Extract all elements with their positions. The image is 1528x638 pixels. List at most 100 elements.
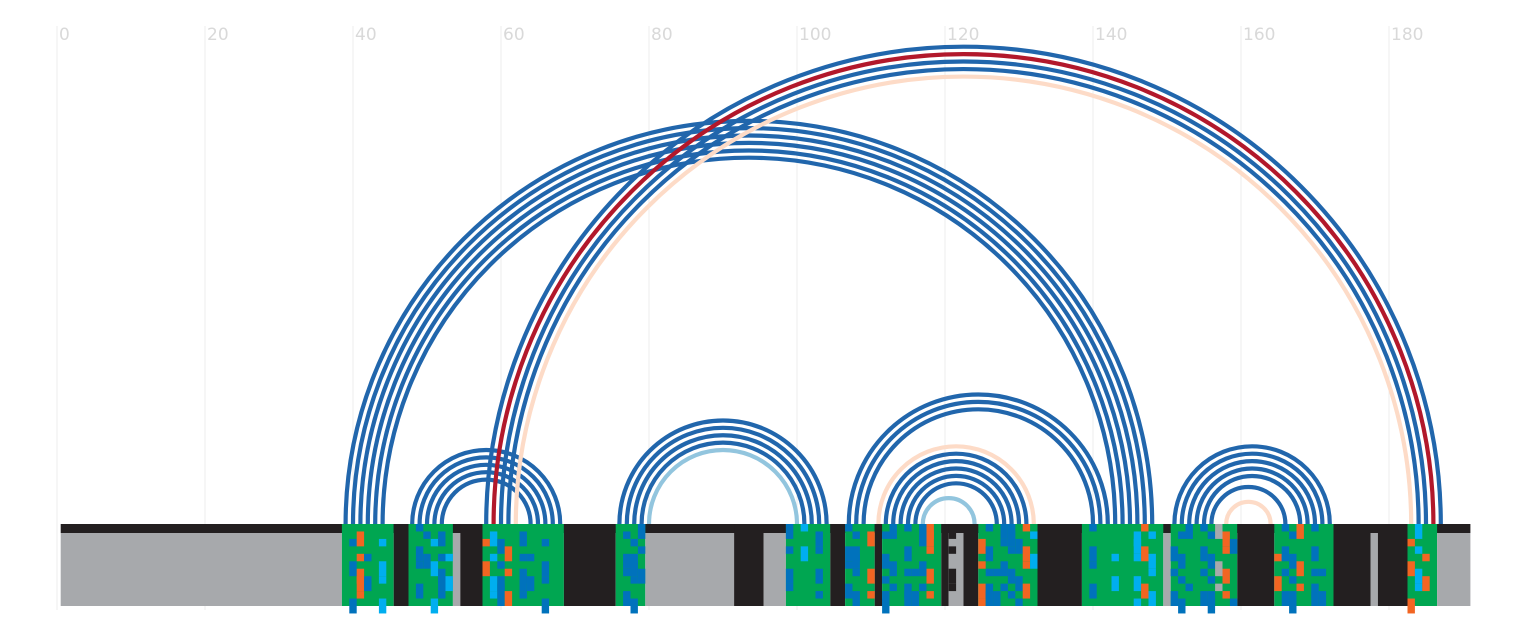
track-spot (800, 546, 809, 562)
arc (506, 66, 1421, 525)
arc (1187, 459, 1318, 525)
track-spot (948, 524, 957, 539)
x-tick-label: 80 (651, 25, 673, 45)
track-spot (911, 568, 920, 577)
track-spot (378, 576, 387, 584)
track-spot (1111, 576, 1119, 592)
track-spot (1281, 568, 1290, 577)
track-spot (882, 591, 890, 606)
track-spot (356, 553, 365, 562)
track-segment (734, 524, 764, 606)
track-spot (1007, 591, 1016, 599)
track-spot (430, 598, 439, 614)
track-spot (1407, 561, 1415, 577)
track-spot (1289, 553, 1297, 569)
track-spot (919, 583, 927, 592)
track-spot (1111, 553, 1119, 562)
track-spot (882, 553, 890, 569)
arc (1201, 473, 1303, 525)
x-tick-label: 160 (1243, 25, 1275, 45)
track-spot (1207, 591, 1216, 606)
track-spot (349, 598, 357, 614)
arc (846, 392, 1110, 525)
track-spot (1414, 524, 1423, 539)
track-spot (497, 561, 505, 569)
track-spot (985, 524, 994, 532)
arc (632, 433, 814, 525)
arc (891, 459, 1022, 525)
track-segment (1377, 524, 1408, 606)
track-spot (519, 591, 527, 599)
track-spot (1133, 576, 1142, 592)
track-spot (1030, 553, 1038, 569)
track-spot (482, 561, 490, 577)
track-top-band (60, 524, 1471, 533)
track-spot (1178, 576, 1186, 584)
track-spot (1015, 576, 1023, 592)
track-spot (978, 583, 986, 599)
track-spot (1200, 591, 1208, 606)
track-spot (1222, 568, 1230, 584)
track-spot (867, 568, 875, 584)
track-spot (785, 583, 794, 592)
track-spot (526, 576, 535, 592)
track-spot (630, 561, 638, 577)
track-spot (1281, 524, 1290, 532)
track-spot (852, 553, 860, 569)
track-spot (1022, 561, 1031, 569)
track-spot (423, 531, 431, 539)
track-spot (1414, 568, 1423, 584)
track-spot (1015, 538, 1023, 554)
track-spot (630, 538, 638, 547)
track-segment (874, 524, 883, 606)
arc (410, 447, 563, 525)
track-spot (1422, 576, 1430, 592)
track-spot (1215, 583, 1223, 592)
track-spot (637, 568, 646, 584)
track-spot (1185, 524, 1193, 539)
track-spot (985, 591, 994, 606)
track-spot (378, 538, 387, 547)
track-segment (941, 524, 949, 606)
track-spot (1422, 553, 1430, 562)
track-spot (845, 524, 853, 532)
track-spot (985, 568, 994, 577)
track-spot (1022, 546, 1031, 562)
track-spot (815, 546, 823, 554)
track-spot (1222, 531, 1230, 547)
track-spot (623, 553, 631, 569)
track-spot (1289, 591, 1297, 606)
x-tick-label: 120 (947, 25, 979, 45)
track-spot (378, 561, 387, 577)
track-spot (867, 591, 875, 599)
arcs (343, 44, 1443, 525)
track-segment (1333, 524, 1371, 606)
track-spot (349, 538, 357, 547)
track-spot (1022, 583, 1031, 599)
track-spot (489, 576, 498, 592)
track-spot (489, 553, 498, 562)
track-spot (845, 546, 853, 562)
track-spot (1022, 524, 1031, 532)
track-spot (1311, 546, 1319, 562)
track-spot (1311, 591, 1319, 606)
track-spot (623, 591, 631, 606)
track-spot (349, 561, 357, 577)
track-spot (1141, 583, 1149, 599)
track-spot (926, 531, 934, 547)
arc (854, 399, 1103, 525)
x-tick-label: 180 (1391, 25, 1423, 45)
arc (513, 74, 1414, 525)
track-spot (852, 568, 860, 577)
track-spot (423, 553, 431, 569)
track-spot (845, 583, 853, 599)
track-spot (356, 531, 365, 547)
track-spot (438, 591, 446, 599)
track-spot (1178, 598, 1186, 614)
track-spot (1148, 553, 1156, 569)
track-spot (1296, 524, 1304, 539)
track-spot (415, 546, 424, 562)
track-spot (1207, 553, 1216, 569)
track-spot (993, 591, 1001, 606)
track-spot (948, 546, 957, 554)
